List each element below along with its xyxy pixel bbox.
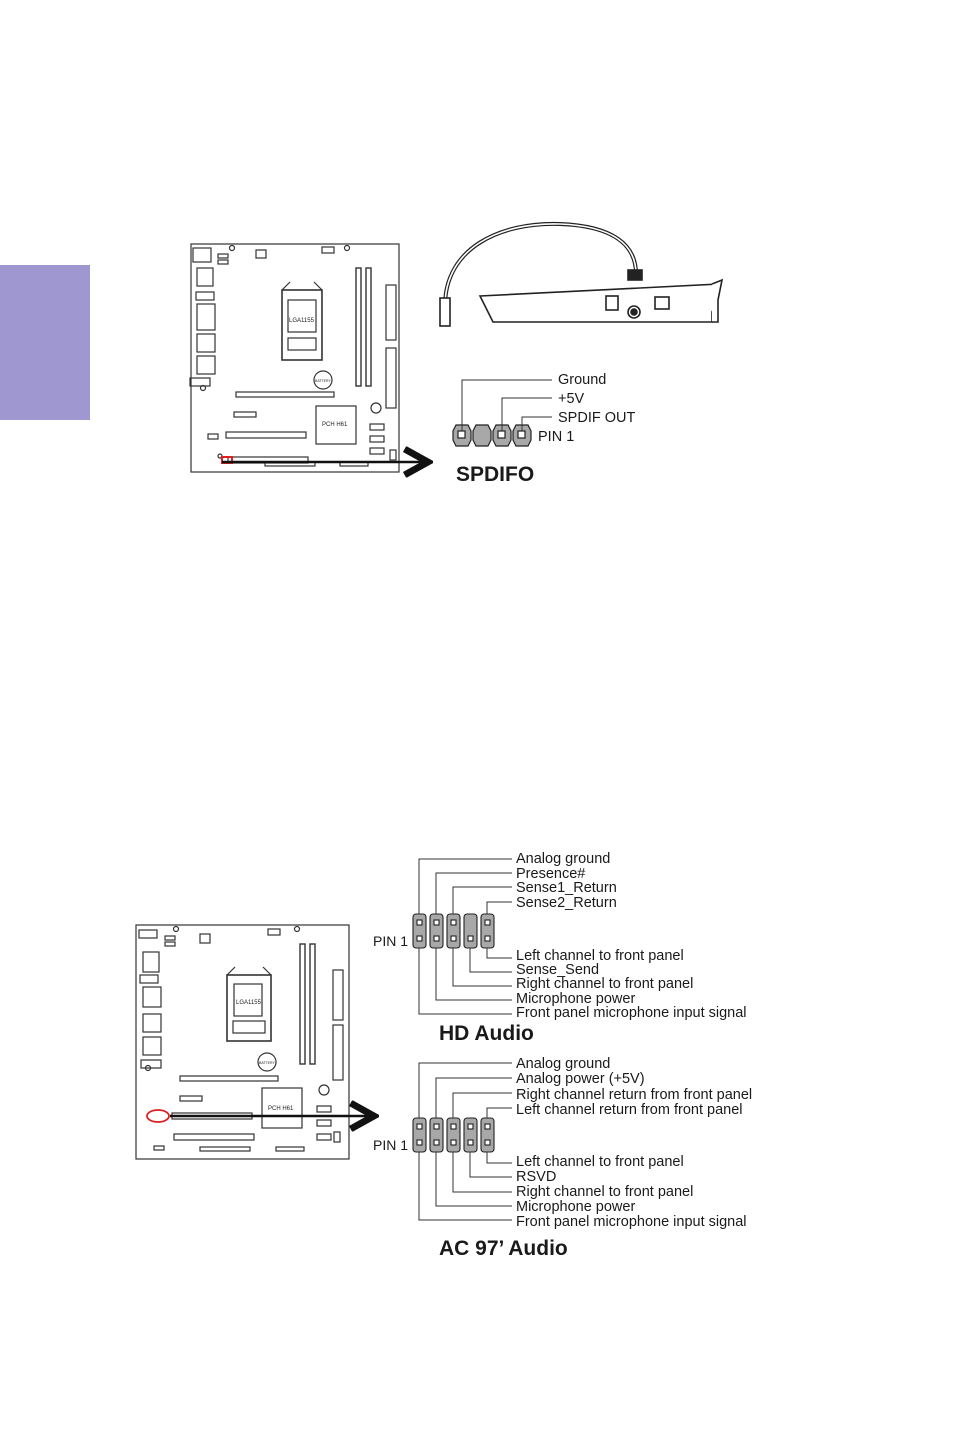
ac97-label-right-return: Right channel return from front panel bbox=[516, 1087, 752, 1103]
motherboard-layout-2 bbox=[135, 924, 350, 1160]
spdif-pin-5v: +5V bbox=[558, 391, 585, 407]
spdif-title: SPDIFO bbox=[456, 463, 534, 486]
spdif-pin1-label: PIN 1 bbox=[538, 429, 574, 445]
ac97-label-mic-power: Microphone power bbox=[516, 1199, 635, 1215]
hd-audio-title: HD Audio bbox=[439, 1022, 534, 1045]
ac97-audio-title: AC 97’ Audio bbox=[439, 1237, 568, 1260]
cpu-socket-label-2: LGA1155 bbox=[236, 1000, 262, 1006]
battery-label-2: BATTERY bbox=[259, 1061, 275, 1065]
spdif-pin-ground: Ground bbox=[558, 372, 606, 388]
hd-audio-header bbox=[412, 913, 495, 949]
ac97-audio-header bbox=[412, 1117, 495, 1153]
ac97-label-analog-ground: Analog ground bbox=[516, 1056, 610, 1072]
hd-audio-label-sense2-return: Sense2_Return bbox=[516, 895, 617, 911]
ac97-label-rsvd: RSVD bbox=[516, 1169, 556, 1185]
motherboard-1-silkscreen: LGA1155 PCH H61 BATTERY bbox=[289, 318, 348, 428]
hd-audio-label-sense-send: Sense_Send bbox=[516, 962, 599, 978]
ac97-label-left-return: Left channel return from front panel bbox=[516, 1102, 743, 1118]
hd-audio-label-analog-ground: Analog ground bbox=[516, 851, 610, 867]
hd-audio-leader-lines bbox=[418, 858, 512, 1015]
hd-audio-label-mic-input: Front panel microphone input signal bbox=[516, 1005, 747, 1021]
hd-audio-label-presence: Presence# bbox=[516, 866, 585, 882]
ac97-label-right-to-front: Right channel to front panel bbox=[516, 1184, 693, 1200]
ac97-pin1-label: PIN 1 bbox=[373, 1137, 408, 1153]
spdif-leader-lines bbox=[461, 379, 552, 431]
motherboard-layout-1 bbox=[189, 243, 400, 473]
spdif-bracket-illustration bbox=[439, 221, 724, 327]
ac97-audio-leader-lines bbox=[418, 1062, 512, 1221]
ac97-label-analog-power: Analog power (+5V) bbox=[516, 1071, 645, 1087]
hd-audio-label-right-to-front: Right channel to front panel bbox=[516, 976, 693, 992]
spdif-header bbox=[452, 424, 532, 447]
motherboard-2-silkscreen: LGA1155 PCH H61 BATTERY bbox=[236, 1000, 294, 1112]
hd-audio-label-left-to-front: Left channel to front panel bbox=[516, 948, 684, 964]
spdif-pin-out: SPDIF OUT bbox=[558, 410, 635, 426]
chipset-label: PCH H61 bbox=[322, 422, 348, 428]
hd-audio-label-sense1-return: Sense1_Return bbox=[516, 880, 617, 896]
chipset-label-2: PCH H61 bbox=[268, 1106, 294, 1112]
ac97-label-mic-input: Front panel microphone input signal bbox=[516, 1214, 747, 1230]
battery-label: BATTERY bbox=[315, 379, 331, 383]
hd-audio-pin1-label: PIN 1 bbox=[373, 933, 408, 949]
cpu-socket-label: LGA1155 bbox=[289, 318, 315, 324]
ac97-label-left-to-front: Left channel to front panel bbox=[516, 1154, 684, 1170]
chapter-side-tab bbox=[0, 265, 90, 420]
hd-audio-label-mic-power: Microphone power bbox=[516, 991, 635, 1007]
